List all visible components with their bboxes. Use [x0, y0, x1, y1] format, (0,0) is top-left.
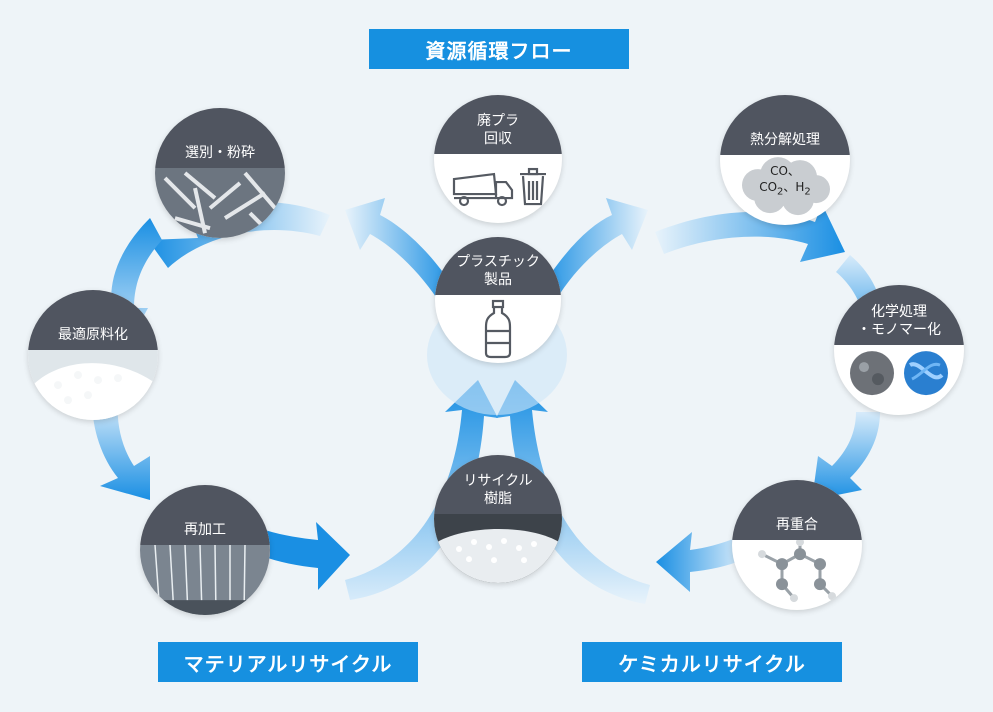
arrow-right-bottom	[656, 532, 742, 592]
white-pellets-image	[28, 349, 158, 420]
material-recycle-banner: マテリアルリサイクル	[158, 642, 418, 682]
arrow-left-lower	[92, 400, 150, 500]
fiber-machine-image	[140, 544, 270, 615]
gas-line-co: CO、	[770, 164, 800, 178]
node-chemical-monomer: 化学処理 ・モノマー化	[834, 285, 964, 415]
title-banner: 資源循環フロー	[369, 29, 629, 69]
node-reprocessing: 再加工	[140, 485, 270, 615]
gas-line-co2-h2: CO2、H2	[759, 180, 811, 198]
plastic-bottle-icon	[484, 299, 512, 359]
gas-composition: CO、 CO2、H2	[720, 163, 850, 200]
gas-cloud-icon	[742, 156, 830, 215]
arrow-left-bottom	[262, 522, 350, 590]
node-recycled-resin: リサイクル 樹脂	[434, 455, 562, 583]
node-optimal-material: 最適原料化	[28, 290, 158, 420]
node-waste-collection: 廃プラ 回収	[434, 95, 562, 223]
dump-truck-icon	[452, 172, 514, 207]
trash-can-icon	[520, 167, 546, 206]
chemical-recycle-banner: ケミカルリサイクル	[582, 642, 842, 682]
node-repolymerization: 再重合	[732, 480, 862, 610]
chemical-recycle-label: ケミカルリサイクル	[618, 651, 806, 676]
page-title: 資源循環フロー	[425, 38, 573, 63]
node-sorting-label: 選別・粉砕	[155, 108, 285, 168]
arrow-right-lower	[812, 412, 880, 500]
node-resin-label: リサイクル 樹脂	[434, 455, 562, 514]
node-pyrolysis: 熱分解処理 CO、 CO2、H2	[720, 95, 850, 225]
node-chemical-label: 化学処理 ・モノマー化	[834, 285, 964, 345]
node-repolymer-label: 再重合	[732, 480, 862, 540]
collection-icons	[452, 167, 546, 207]
arrow-left-rise	[345, 380, 498, 600]
node-pyrolysis-label: 熱分解処理	[720, 95, 850, 155]
node-collection-label: 廃プラ 回収	[434, 95, 562, 154]
node-optimal-label: 最適原料化	[28, 290, 158, 350]
resin-pellets-image	[434, 513, 562, 583]
node-reprocess-label: 再加工	[140, 485, 270, 545]
node-plastic-product: プラスチック 製品	[435, 237, 561, 363]
molecule-spheres-image	[850, 350, 948, 395]
material-recycle-label: マテリアルリサイクル	[183, 651, 393, 676]
arrow-right-return	[540, 198, 648, 300]
node-sorting-crushing: 選別・粉砕	[155, 108, 285, 238]
shredded-plastic-image	[155, 167, 285, 238]
polymer-molecule-image	[758, 539, 836, 602]
arrow-right-rise	[496, 380, 650, 604]
arrow-left-return	[345, 198, 455, 300]
node-product-label: プラスチック 製品	[435, 237, 561, 295]
chemical-loop	[496, 198, 900, 604]
